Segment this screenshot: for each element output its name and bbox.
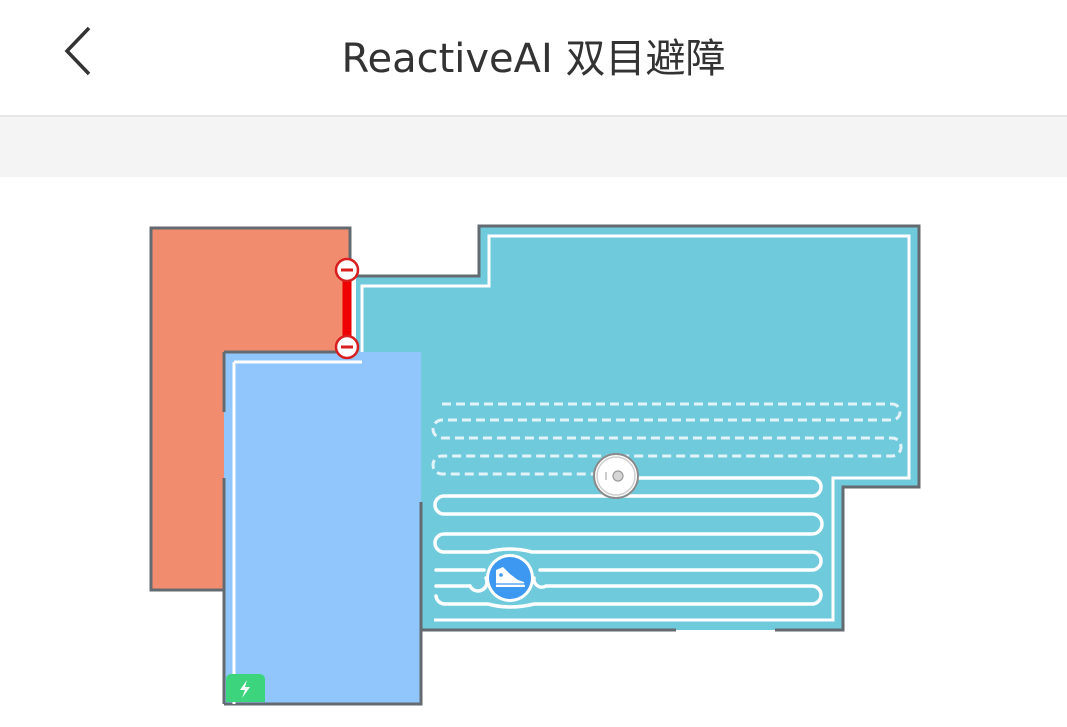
info-band bbox=[0, 117, 1067, 177]
minus-circle-icon[interactable] bbox=[334, 334, 360, 360]
header-divider bbox=[0, 115, 1067, 117]
lightning-icon bbox=[240, 680, 250, 698]
cleaning-map[interactable] bbox=[0, 177, 1067, 723]
virtual-wall[interactable] bbox=[334, 257, 360, 360]
page-title: ReactiveAI 双目避障 bbox=[341, 36, 726, 82]
chevron-left-icon bbox=[64, 26, 91, 76]
room-blue[interactable] bbox=[222, 350, 423, 706]
room-teal[interactable] bbox=[232, 224, 921, 704]
header-bar: ReactiveAI 双目避障 bbox=[0, 0, 1067, 115]
cleaned-path bbox=[433, 476, 824, 609]
robot-vacuum-icon[interactable] bbox=[593, 453, 639, 499]
back-button[interactable] bbox=[55, 22, 105, 82]
planned-path bbox=[431, 402, 903, 476]
sneaker-icon[interactable] bbox=[486, 554, 534, 602]
room-orange[interactable] bbox=[149, 226, 352, 592]
charger-dock[interactable] bbox=[226, 674, 265, 702]
minus-circle-icon[interactable] bbox=[334, 257, 360, 283]
